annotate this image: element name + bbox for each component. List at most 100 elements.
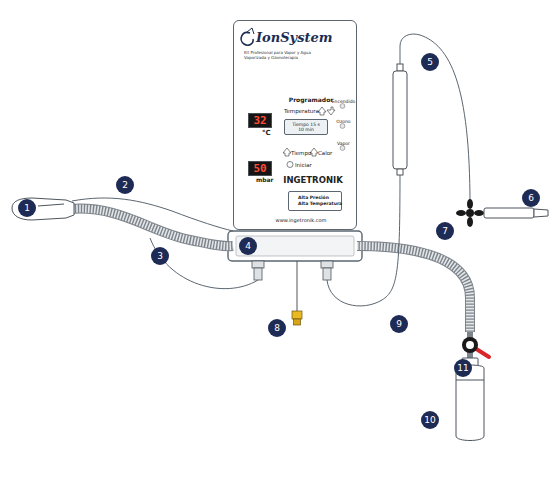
outlet-fitting [252, 261, 264, 268]
callout-number: 11 [454, 359, 472, 377]
three-way-valve [467, 199, 473, 209]
screen-text: 10 min [298, 127, 314, 132]
callout-number: 3 [157, 252, 163, 261]
outlet-fitting [321, 261, 333, 268]
button-arrows [287, 162, 293, 168]
three-way-valve [474, 210, 484, 216]
outlet-fitting [323, 268, 331, 280]
callout-number: 1 [24, 204, 30, 213]
callout-number: 2 [122, 181, 128, 190]
filter-cartridge [397, 64, 403, 71]
screen-text: Alta Presión [298, 195, 339, 201]
temperature-display: 32 [248, 113, 272, 128]
thin-tube [400, 34, 470, 205]
thin-tube [150, 238, 258, 289]
three-way-valve [467, 217, 473, 227]
indicator-label: Encendido [330, 99, 357, 104]
button-arrows [327, 107, 335, 115]
button-label: Calor [318, 150, 332, 156]
callout-number: 8 [274, 324, 280, 333]
button-label: Tiempo [291, 150, 311, 156]
subtitle-text: Kit Profesional para Vapor y Agua Vapori… [244, 51, 328, 60]
sensor-cable [297, 261, 298, 311]
button-label: Iniciar [295, 162, 312, 168]
steam-handpiece [38, 204, 64, 206]
bottle-valve [466, 341, 474, 349]
filter-cartridge [393, 64, 407, 175]
callout-number: 10 [424, 416, 435, 425]
callout-number: 11 [457, 364, 468, 373]
sensor-cable [294, 319, 301, 325]
callout-number: 5 [421, 53, 439, 71]
section-heading: Programador [284, 97, 338, 104]
logo-mark [241, 28, 254, 45]
manifold-bar [228, 231, 362, 261]
callout-number: 6 [528, 194, 534, 203]
button-arrows [283, 107, 335, 168]
lcd-screen: Tiempo 15 s10 min [284, 119, 328, 135]
logo-mark [247, 28, 254, 34]
filter-cartridge [397, 169, 403, 175]
callout-number: 7 [436, 222, 454, 240]
callout-number: 7 [442, 227, 448, 236]
button-arrows [318, 107, 326, 115]
callout-number: 10 [421, 411, 439, 429]
applicator-tube [484, 208, 534, 218]
warning-panel: Alta PresiónAlta Temperatura [288, 191, 342, 211]
thin-tube [327, 169, 400, 306]
callout-number: 8 [268, 319, 286, 337]
panel-body [233, 20, 357, 230]
screen-text: Tiempo 15 s [292, 122, 320, 127]
three-way-valve [466, 209, 474, 217]
indicator-led [340, 124, 345, 129]
outlet-fitting [252, 261, 333, 280]
applicator-tube [484, 208, 548, 218]
manifold-bar [236, 236, 354, 256]
corrugated-hose [70, 209, 470, 332]
callout-number: 6 [522, 189, 540, 207]
brand-name: INGETRONIK [274, 176, 352, 186]
steam-handpiece [12, 198, 74, 220]
collection-bottle [456, 380, 484, 381]
device-panel: IonSystemKit Profesional para Vapor y Ag… [233, 20, 357, 230]
thin-tube [72, 198, 233, 231]
callout-number: 3 [151, 247, 169, 265]
bottle-valve [462, 332, 489, 360]
pressure-display: 50 [248, 161, 272, 176]
callout-number: 5 [427, 58, 433, 67]
unit-label: °C [262, 129, 271, 137]
sensor-cable [292, 261, 302, 325]
logo-mark [241, 32, 253, 45]
display-digits: 32 [253, 115, 266, 126]
three-way-valve [456, 199, 484, 227]
outlet-fitting [254, 268, 262, 280]
callout-number: 1 [18, 199, 36, 217]
button-arrows [283, 148, 291, 156]
indicator-label: Vapor [330, 141, 357, 146]
screen-text: Alta Temperatura [298, 201, 339, 207]
callout-number: 9 [390, 315, 408, 333]
corrugated-hose [357, 246, 470, 332]
button-label: Temperatura [284, 108, 319, 114]
indicator-led [340, 104, 345, 109]
callout-number: 4 [245, 242, 251, 251]
callout-number: 2 [116, 176, 134, 194]
display-digits: 50 [253, 163, 266, 174]
indicator-label: Ozono [330, 119, 357, 124]
bottle-valve [467, 332, 473, 360]
thin-tube [72, 34, 470, 306]
callout-number: 4 [239, 237, 257, 255]
brand-logo: IonSystem [256, 31, 333, 46]
three-way-valve [456, 210, 466, 216]
applicator-tube [534, 209, 548, 217]
indicator-led [340, 146, 345, 151]
sensor-cable [292, 311, 302, 319]
steam-handpiece [12, 198, 74, 220]
callout-number: 9 [396, 320, 402, 329]
bottle-valve [462, 337, 478, 353]
website-url: www.ingetronik.com [256, 218, 346, 224]
corrugated-hose [357, 246, 470, 332]
filter-cartridge [393, 71, 407, 169]
